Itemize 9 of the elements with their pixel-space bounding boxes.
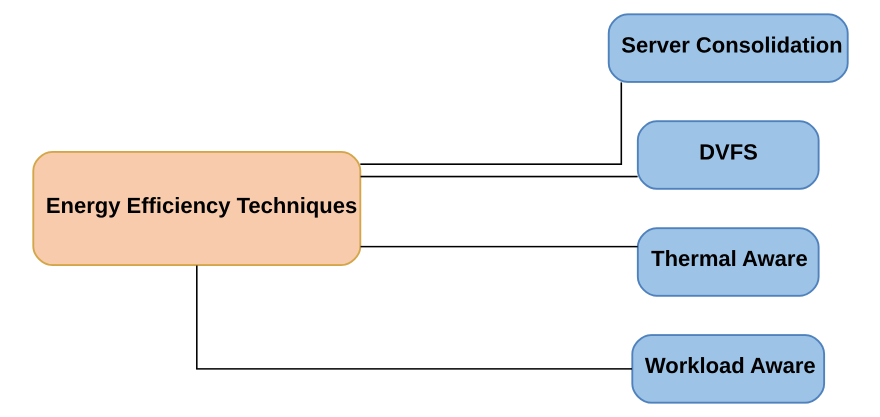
node-box: DVFS [636,120,820,190]
node-box: Energy Efficiency Techniques [32,150,361,266]
node-box: Workload Aware [630,334,825,404]
connector [196,266,632,370]
node-box: Thermal Aware [636,227,820,297]
connector [360,246,638,248]
connector [360,82,622,165]
node-box: Server Consolidation [607,13,848,83]
connector [360,176,638,178]
